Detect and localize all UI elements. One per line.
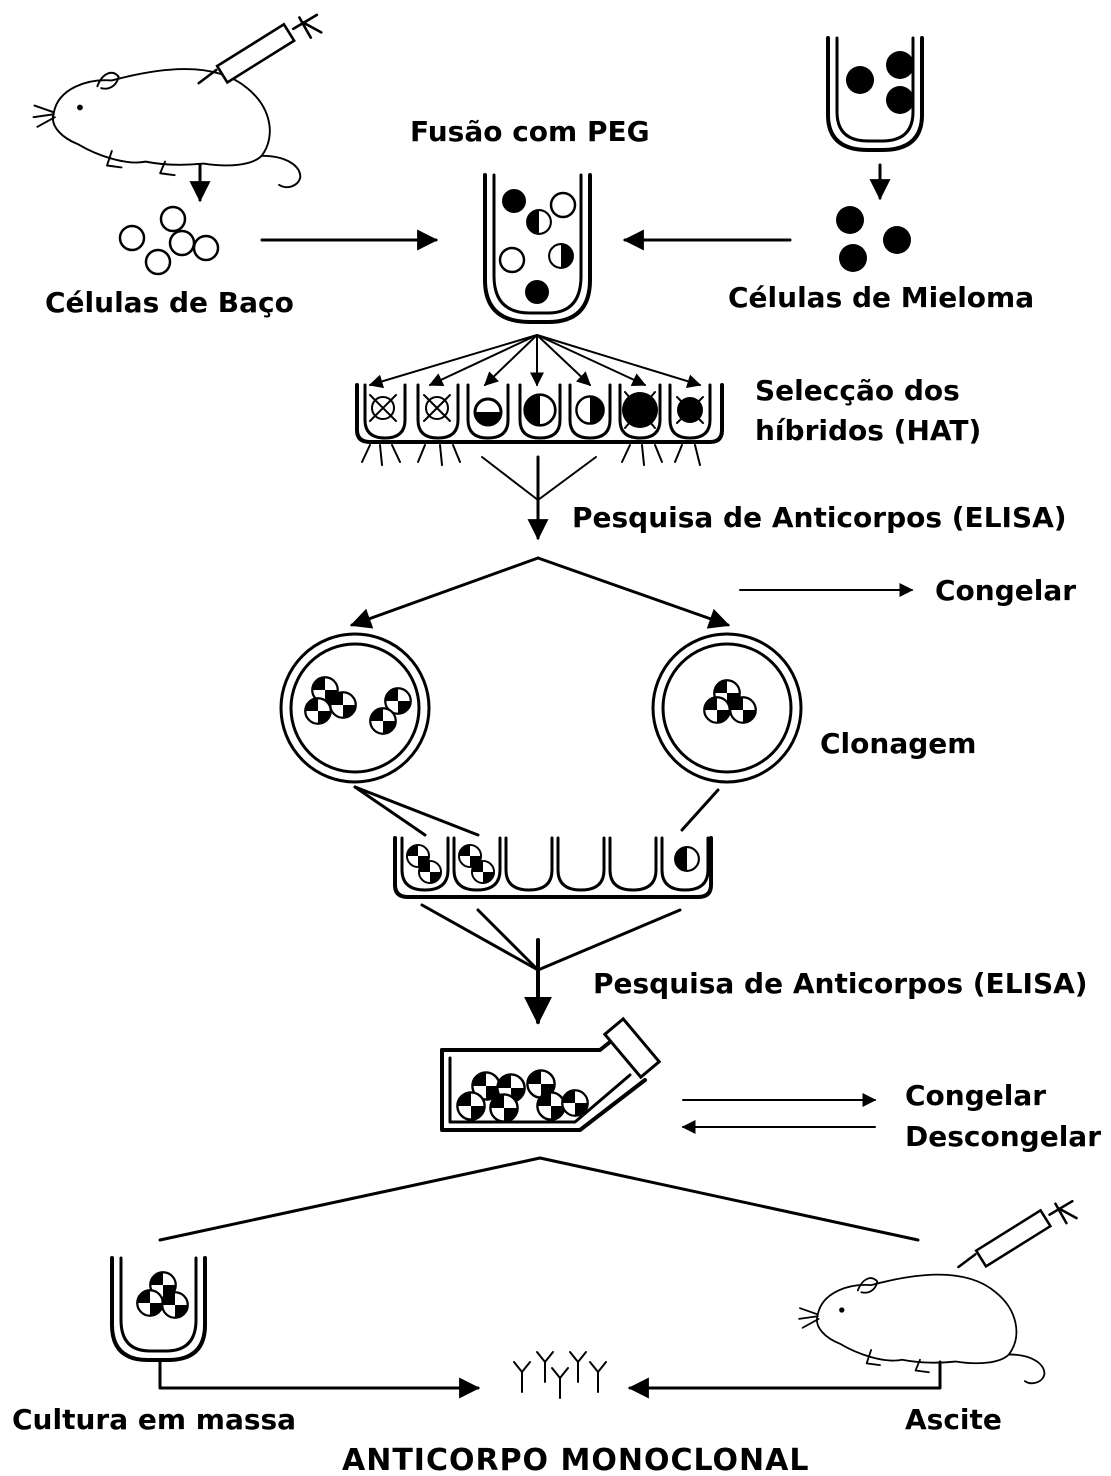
ascites-mouse-icon — [799, 1275, 1044, 1384]
petri-dish-right — [653, 634, 801, 782]
myeloma-cells-icon — [836, 206, 911, 272]
antibody-icon — [514, 1352, 606, 1398]
fan-out-arrows — [370, 335, 700, 385]
arrow-split-right — [538, 558, 728, 625]
culture-flask-icon — [442, 1019, 659, 1130]
label-thaw: Descongelar — [905, 1120, 1101, 1153]
line-clone-right — [682, 790, 718, 830]
mass-culture-tube-icon — [112, 1258, 205, 1360]
label-selection-line2: híbridos (HAT) — [755, 414, 981, 447]
arrow-split-left — [352, 558, 538, 625]
label-mass-culture: Cultura em massa — [12, 1403, 296, 1436]
label-elisa-1: Pesquisa de Anticorpos (ELISA) — [572, 501, 1067, 534]
spleen-cells-icon — [120, 207, 218, 274]
label-cloning: Clonagem — [820, 727, 976, 760]
label-spleen-cells: Células de Baço — [45, 286, 294, 319]
diagram-title: ANTICORPO MONOCLONAL — [342, 1443, 809, 1476]
arrow-ascites-to-antibody — [630, 1362, 940, 1388]
label-myeloma-cells: Células de Mieloma — [728, 281, 1034, 314]
line-split-ascites — [540, 1158, 918, 1240]
line-split-mass-culture — [160, 1158, 540, 1240]
label-elisa-2: Pesquisa de Anticorpos (ELISA) — [593, 967, 1088, 1000]
label-freeze-2: Congelar — [905, 1079, 1046, 1112]
hat-selection-plate — [357, 385, 722, 465]
cloning-plate — [395, 838, 711, 897]
label-freeze-1: Congelar — [935, 574, 1076, 607]
fusion-tube-icon — [485, 175, 590, 322]
label-fusion-peg: Fusão com PEG — [410, 115, 650, 148]
myeloma-tube-icon — [828, 38, 922, 150]
immunized-mouse-icon — [34, 69, 301, 187]
converge-arrows-2 — [422, 905, 680, 1022]
petri-dish-left — [281, 634, 429, 782]
label-ascites: Ascite — [905, 1403, 1002, 1436]
arrow-mass-culture-to-antibody — [160, 1362, 478, 1388]
syringe-icon-bottom — [958, 1201, 1076, 1267]
label-selection-line1: Selecção dos — [755, 374, 960, 407]
